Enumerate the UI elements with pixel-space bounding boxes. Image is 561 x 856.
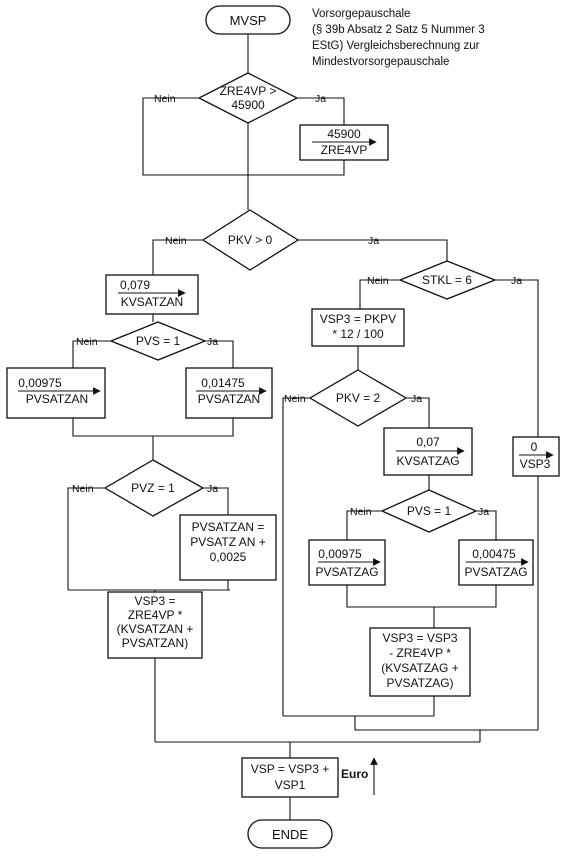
calc-vsp3-employee-box — [107, 591, 203, 659]
decision-pkv-type — [308, 369, 408, 427]
decision-pkv — [201, 209, 300, 271]
branch-no-label: Nein — [165, 235, 187, 247]
assign-pvsatzan-high-box — [185, 367, 273, 419]
calc-vsp-box — [241, 757, 339, 798]
branch-yes-label: Ja — [368, 235, 379, 247]
note-line-1: Vorsorgepauschale — [312, 8, 410, 20]
description-note: Vorsorgepauschale (§ 39b Absatz 2 Satz 5… — [312, 8, 485, 68]
assign-vsp3-zero-target: VSP3 — [520, 457, 551, 471]
branch-yes-label: Ja — [411, 393, 422, 405]
connectors — [67, 34, 539, 820]
calc-vsp-line-2: VSP1 — [275, 778, 306, 792]
branch-no-label: Nein — [367, 275, 389, 287]
branch-yes-label: Ja — [207, 483, 218, 495]
assign-pvsatzan-high-target: PVSATZAN — [198, 392, 260, 406]
calc-vsp3-employee-line-4: PVSATZAN) — [122, 636, 188, 650]
decision-stkl — [398, 260, 497, 300]
assign-zre4vp-value: 45900 — [327, 127, 361, 141]
branch-no-label: Nein — [154, 93, 176, 105]
branch-yes-label: Ja — [511, 275, 522, 287]
assign-pvsatzag-low-value: 0,00475 — [472, 547, 516, 561]
note-line-3: EStG) Vergleichsberechnung zur — [312, 40, 480, 52]
assign-kvsatzag-target: KVSATZAG — [396, 454, 459, 468]
assign-pvsatzag-high-value: 0,00975 — [318, 547, 362, 561]
start-terminal — [205, 5, 291, 35]
assign-zre4vp-target: ZRE4VP — [321, 143, 368, 157]
assign-kvsatzan-target: KVSATZAN — [121, 295, 183, 309]
branch-yes-label: Ja — [315, 93, 326, 105]
assign-pvsatzan-low-value: 0,00975 — [18, 376, 62, 390]
calc-vsp3-employer-line-2: - ZRE4VP * — [389, 646, 451, 660]
end-terminal — [247, 819, 333, 849]
assign-pvsatzag-low-target: PVSATZAG — [464, 565, 527, 579]
add-pvz-line-2: PVSATZ AN + — [190, 535, 265, 549]
branch-yes-label: Ja — [207, 336, 218, 348]
calc-vsp3-employer-line-1: VSP3 = VSP3 — [382, 631, 457, 645]
calc-vsp3-pkpv-line-2: * 12 / 100 — [332, 327, 384, 341]
assign-pvsatzan-low-target: PVSATZAN — [26, 392, 88, 406]
decision-pvs-right-label: PVS = 1 — [407, 504, 452, 518]
calc-vsp-line-1: VSP = VSP3 + — [251, 762, 330, 776]
decision-stkl-label: STKL = 6 — [422, 273, 472, 287]
assign-pvsatzag-high-target: PVSATZAG — [315, 565, 378, 579]
decision-zre4vp — [197, 72, 299, 124]
decision-zre4vp-line-2: 45900 — [231, 98, 265, 112]
decision-pkv-label: PKV > 0 — [228, 233, 273, 247]
euro-label: Euro — [341, 767, 368, 781]
branch-no-label: Nein — [350, 506, 372, 518]
add-pvz-line-3: 0,0025 — [210, 550, 247, 564]
decision-pvs-right — [380, 489, 478, 533]
add-pvz-line-1: PVSATZAN = — [192, 520, 265, 534]
calc-vsp3-pkpv-line-1: VSP3 = PKPV — [320, 312, 396, 326]
calc-vsp3-employer-box — [369, 627, 471, 697]
start-label: MVSP — [230, 13, 267, 28]
note-line-2: (§ 39b Absatz 2 Satz 5 Nummer 3 — [312, 24, 485, 36]
branch-no-label: Nein — [76, 336, 98, 348]
assign-pvsatzan-high-value: 0,01475 — [201, 376, 245, 390]
assign-pvsatzan-low-box — [6, 367, 106, 419]
branch-no-label: Nein — [72, 483, 94, 495]
decision-pvs-left — [109, 321, 207, 361]
calc-vsp3-employee-line-2: ZRE4VP * — [128, 608, 183, 622]
decision-pvs-left-label: PVS = 1 — [136, 334, 181, 348]
assign-kvsatzag-value: 0,07 — [416, 435, 440, 449]
calc-vsp3-employee-line-1: VSP3 = — [134, 594, 175, 608]
branch-no-label: Nein — [284, 393, 306, 405]
note-line-4: Mindestvorsorgepauschale — [312, 56, 449, 68]
assign-vsp3-zero-value: 0 — [531, 440, 538, 454]
end-label: ENDE — [272, 827, 308, 842]
calc-vsp3-pkpv-box — [311, 308, 405, 347]
branch-yes-label: Ja — [478, 506, 489, 518]
decision-pkv-type-label: PKV = 2 — [336, 391, 381, 405]
assign-kvsatzan-value: 0,079 — [120, 278, 150, 292]
decision-pvz — [103, 459, 205, 517]
calc-vsp3-employer-line-3: (KVSATZAG + — [381, 661, 458, 675]
calc-vsp3-employee-line-3: (KVSATZAN + — [117, 622, 194, 636]
decision-pvz-label: PVZ = 1 — [131, 481, 175, 495]
decision-zre4vp-line-1: ZRE4VP > — [220, 84, 277, 98]
calc-vsp3-employer-line-4: PVSATZAG) — [386, 676, 453, 690]
add-pvz-box — [179, 514, 277, 581]
